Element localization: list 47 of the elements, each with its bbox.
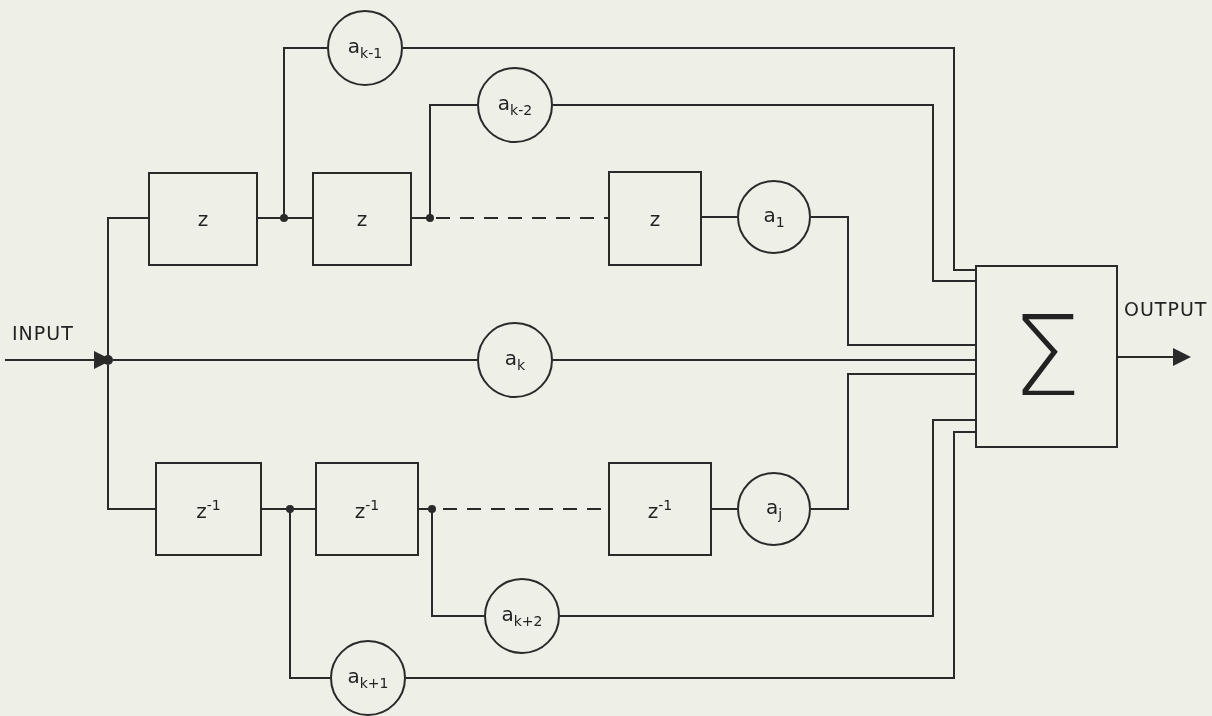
operator-label: z	[197, 209, 209, 229]
coefficient-circle	[737, 472, 811, 546]
connector	[711, 508, 738, 510]
operator-label: z$^{-1}$	[647, 497, 673, 521]
connector	[411, 104, 478, 219]
connector	[261, 508, 331, 679]
coefficient-circle	[327, 10, 403, 86]
connector	[810, 216, 976, 346]
connector	[1117, 348, 1191, 366]
delay-box	[608, 462, 712, 556]
connector	[810, 373, 976, 510]
connector	[559, 419, 976, 617]
coefficient-label: a$_{1}$	[763, 205, 785, 229]
summer-box	[975, 265, 1118, 448]
coefficient-circle	[330, 640, 406, 716]
coefficient-label: a$_{j}$	[765, 497, 783, 521]
coefficient-label: a$_{k+1}$	[347, 666, 389, 690]
delay-box	[608, 171, 702, 266]
delay-box	[315, 462, 419, 556]
connector	[405, 431, 976, 679]
operator-label: z	[356, 209, 368, 229]
sigma-symbol: Σ	[1011, 301, 1082, 412]
junction-dot	[103, 355, 113, 365]
coefficient-label: a$_{k+2}$	[501, 604, 543, 628]
connector	[107, 217, 149, 356]
port-label: OUTPUT	[1124, 298, 1208, 320]
connector	[552, 104, 976, 282]
coefficient-circle	[477, 67, 553, 143]
connector	[418, 508, 485, 617]
coefficient-label: a$_{k-2}$	[497, 93, 533, 117]
delay-box	[312, 172, 412, 266]
coefficient-circle	[737, 180, 811, 254]
operator-label: z$^{-1}$	[354, 497, 380, 521]
coefficient-circle	[477, 322, 553, 398]
operator-label: z$^{-1}$	[196, 497, 221, 521]
coefficient-label: a$_{k}$	[504, 348, 526, 372]
port-label: INPUT	[12, 322, 74, 344]
connector	[701, 216, 738, 218]
delay-box	[148, 172, 258, 266]
coefficient-label: a$_{k-1}$	[347, 36, 383, 60]
connector	[402, 47, 976, 271]
delay-box	[155, 462, 262, 556]
operator-label: z	[649, 208, 661, 229]
connector	[107, 364, 156, 510]
connector	[112, 359, 478, 361]
connector	[552, 359, 976, 361]
coefficient-circle	[484, 578, 560, 654]
